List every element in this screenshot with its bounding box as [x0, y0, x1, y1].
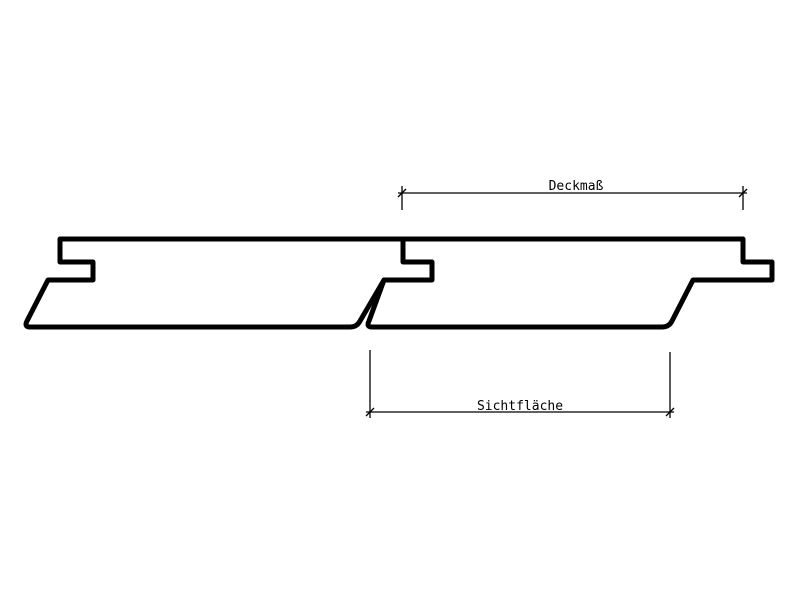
cover-width-label: Deckmaß	[549, 179, 604, 194]
right-board-profile	[365, 236, 775, 330]
visible-face-tick-right	[665, 407, 675, 417]
cover-width-tick-right	[738, 188, 748, 198]
cover-width-tick-left	[397, 188, 407, 198]
left-board-profile	[23, 236, 435, 330]
visible-face-tick-left	[365, 407, 375, 417]
cover-width-dimension: Deckmaß	[397, 179, 748, 210]
visible-face-label: Sichtfläche	[477, 399, 563, 414]
visible-face-dimension: Sichtfläche	[365, 350, 675, 418]
